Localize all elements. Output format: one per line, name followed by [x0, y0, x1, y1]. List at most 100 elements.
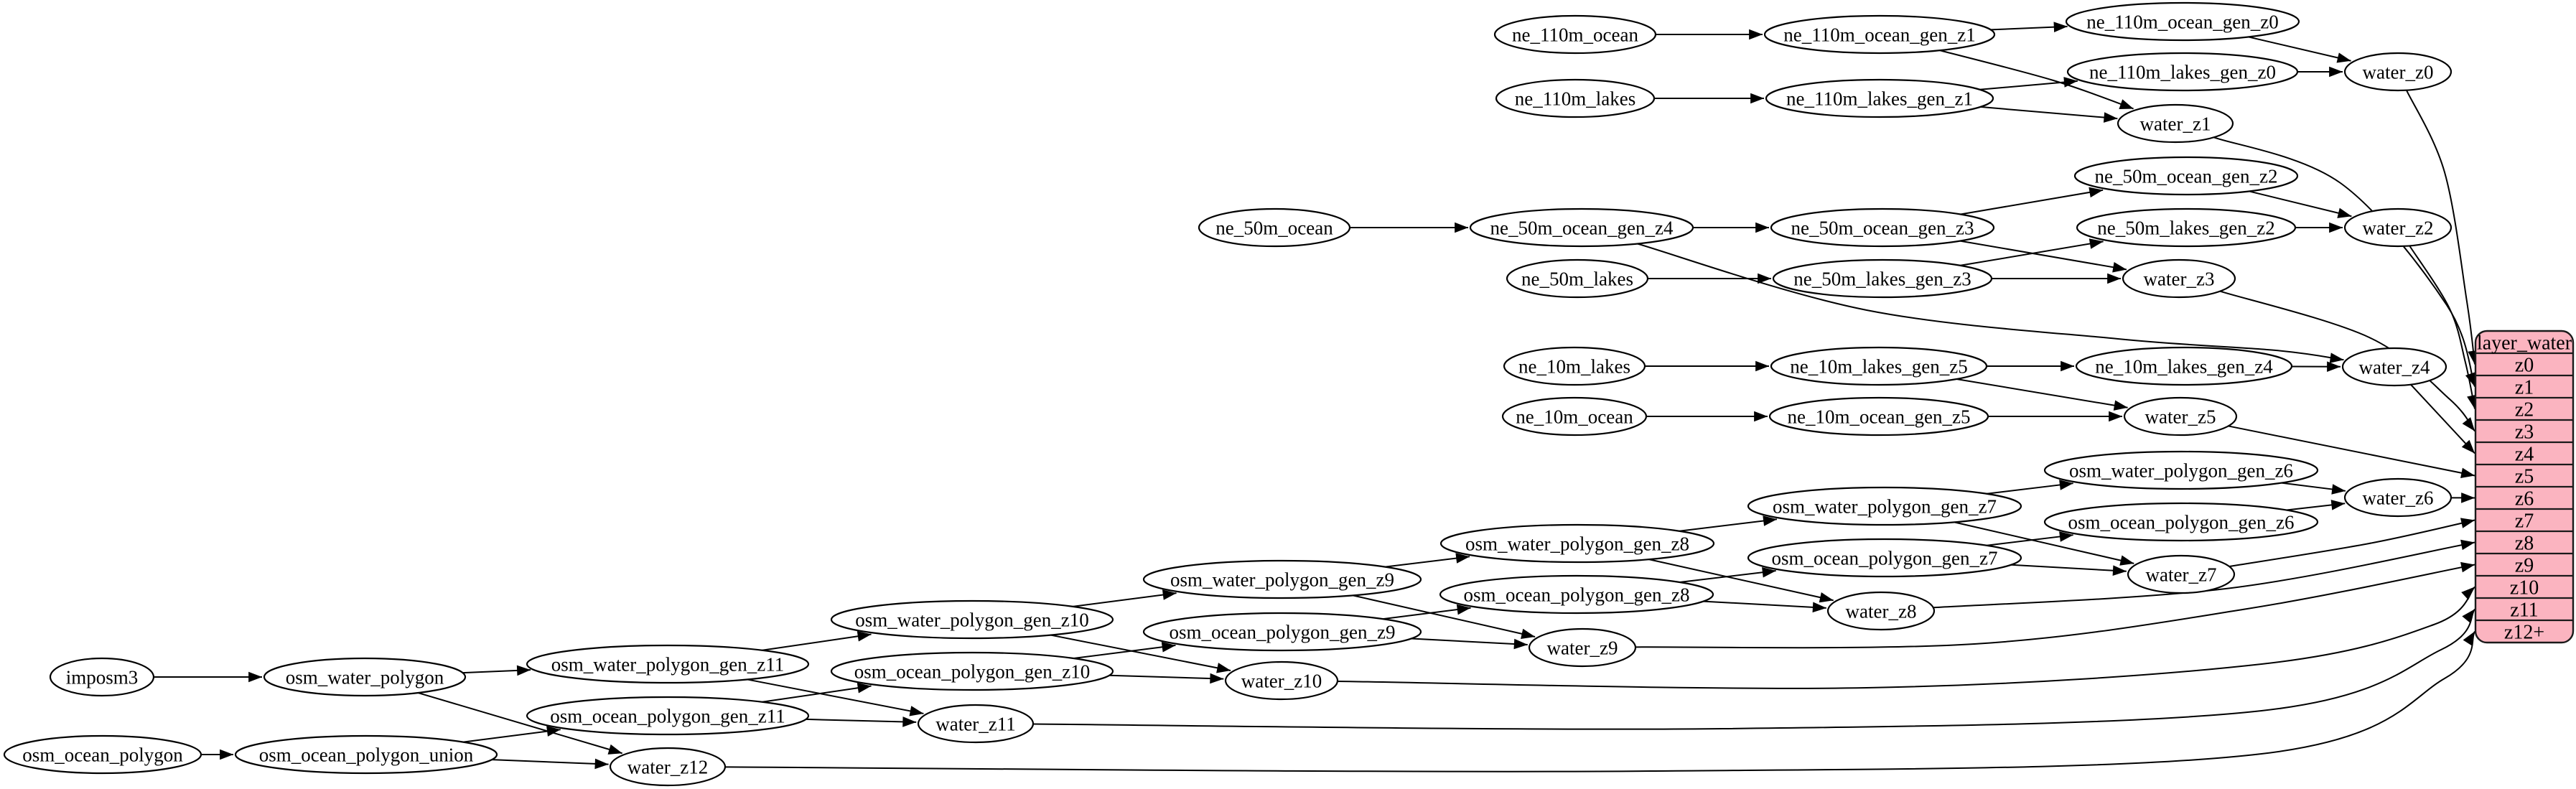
node-ne_50m_ocean_gen_z3: ne_50m_ocean_gen_z3	[1770, 207, 1995, 248]
edge-ne_110m_ocean_gen_z1-to-ne_110m_ocean_gen_z0	[1990, 22, 2068, 32]
osm_ocean_polygon_gen_z7-label: osm_ocean_polygon_gen_z7	[1772, 547, 1998, 569]
edge-osm_water_polygon_gen_z11-to-water_z11	[747, 678, 924, 716]
node-water_z0: water_z0	[2343, 52, 2453, 92]
osm_water_polygon_gen_z11-ellipse	[526, 644, 810, 684]
table-row-z11: z11	[2510, 599, 2538, 621]
ne_110m_lakes_gen_z0-label: ne_110m_lakes_gen_z0	[2089, 61, 2276, 83]
ne_50m_ocean_gen_z3-label: ne_50m_ocean_gen_z3	[1791, 217, 1974, 238]
edge-osm_water_polygon_gen_z7-to-water_z7	[1954, 521, 2134, 566]
ne_110m_ocean_gen_z1-ellipse	[1763, 14, 1996, 55]
edge-water_z4-to-layer_water-z4	[2410, 383, 2475, 454]
water_z10-ellipse	[1224, 660, 1339, 701]
node-ne_10m_ocean_gen_z5: ne_10m_ocean_gen_z5	[1768, 396, 1989, 436]
node-osm_water_polygon_gen_z10: osm_water_polygon_gen_z10	[830, 599, 1114, 640]
osm_ocean_polygon_gen_z11-label: osm_ocean_polygon_gen_z11	[550, 705, 785, 727]
node-ne_110m_ocean_gen_z1: ne_110m_ocean_gen_z1	[1763, 14, 1996, 55]
ne_50m_lakes-ellipse	[1506, 258, 1649, 299]
node-water_z12: water_z12	[609, 747, 727, 787]
node-ne_50m_ocean_gen_z4: ne_50m_ocean_gen_z4	[1469, 207, 1694, 248]
osm_ocean_polygon_gen_z10-label: osm_ocean_polygon_gen_z10	[854, 660, 1090, 682]
node-ne_50m_lakes_gen_z3: ne_50m_lakes_gen_z3	[1772, 258, 1993, 299]
ne_110m_lakes_gen_z0-ellipse	[2066, 52, 2299, 92]
ne_50m_lakes_gen_z3-label: ne_50m_lakes_gen_z3	[1793, 268, 1971, 289]
table-row-z1: z1	[2515, 376, 2534, 398]
node-water_z1: water_z1	[2117, 103, 2234, 144]
water_z2-label: water_z2	[2363, 217, 2434, 238]
layer-water-table: layer_waterz0z1z2z3z4z5z6z7z8z9z10z11z12…	[2474, 330, 2575, 643]
edge-ne_110m_ocean_gen_z1-to-water_z1	[1939, 50, 2134, 110]
edge-osm_ocean_polygon_gen_z11-to-water_z11	[806, 716, 917, 727]
osm_water_polygon_gen_z6-label: osm_water_polygon_gen_z6	[2069, 459, 2293, 481]
ne_50m_ocean-ellipse	[1198, 207, 1351, 248]
node-osm_ocean_polygon_gen_z6: osm_ocean_polygon_gen_z6	[2043, 502, 2319, 542]
water_z7-label: water_z7	[2146, 564, 2217, 585]
water_z5-ellipse	[2123, 396, 2238, 436]
water_z5-label: water_z5	[2145, 406, 2216, 427]
water_z2-ellipse	[2343, 207, 2453, 248]
ne_110m_ocean-ellipse	[1493, 14, 1657, 55]
node-water_z6: water_z6	[2343, 477, 2453, 518]
osm_ocean_polygon_gen_z8-ellipse	[1439, 574, 1714, 615]
edge-ne_50m_ocean_gen_z2-to-water_z2	[2249, 190, 2352, 218]
node-water_z4: water_z4	[2341, 347, 2447, 387]
edge-osm_water_polygon_gen_z6-to-water_z6	[2281, 482, 2346, 495]
ne_50m_lakes-label: ne_50m_lakes	[1521, 268, 1633, 289]
edge-ne_50m_lakes_gen_z3-to-ne_50m_lakes_gen_z2	[1960, 238, 2104, 266]
table-row-z8: z8	[2515, 532, 2534, 554]
node-osm_ocean_polygon_gen_z7: osm_ocean_polygon_gen_z7	[1747, 538, 2022, 578]
ne_10m_lakes-label: ne_10m_lakes	[1518, 355, 1630, 377]
osm_ocean_polygon-ellipse	[3, 734, 202, 775]
edge-osm_ocean_polygon_union-to-water_z12	[492, 758, 609, 770]
water_z6-ellipse	[2343, 477, 2453, 518]
edge-osm_water_polygon-to-water_z12	[418, 692, 622, 755]
node-water_z9: water_z9	[1528, 627, 1637, 668]
edge-osm_ocean_polygon_gen_z10-to-water_z10	[1109, 673, 1224, 684]
node-osm_ocean_polygon_gen_z9: osm_ocean_polygon_gen_z9	[1142, 612, 1422, 652]
table-row-z10: z10	[2510, 576, 2539, 599]
ne_50m_ocean_gen_z2-label: ne_50m_ocean_gen_z2	[2095, 165, 2278, 187]
osm_ocean_polygon_gen_z6-ellipse	[2043, 502, 2319, 542]
table-row-z7: z7	[2515, 510, 2534, 532]
ne_110m_ocean-label: ne_110m_ocean	[1512, 24, 1638, 45]
osm_ocean_polygon_union-label: osm_ocean_polygon_union	[259, 744, 474, 765]
node-osm_water_polygon_gen_z7: osm_water_polygon_gen_z7	[1747, 486, 2022, 526]
edge-osm_water_polygon_gen_z10-to-osm_water_polygon_gen_z9	[1073, 589, 1177, 607]
edge-osm_ocean_polygon_gen_z9-to-water_z9	[1411, 638, 1528, 650]
ne_110m_ocean_gen_z0-label: ne_110m_ocean_gen_z0	[2086, 11, 2278, 32]
edges-layer	[154, 22, 2478, 772]
ne_110m_ocean_gen_z0-ellipse	[2065, 1, 2300, 42]
node-water_z8: water_z8	[1826, 591, 1936, 631]
edge-osm_water_polygon_gen_z8-to-water_z8	[1648, 559, 1834, 603]
edge-osm_ocean_polygon_gen_z6-to-water_z6	[2286, 500, 2346, 511]
edge-water_z8-to-layer_water-z8	[1933, 539, 2475, 609]
water_z4-label: water_z4	[2359, 356, 2430, 378]
edge-osm_water_polygon_gen_z10-to-water_z10	[1050, 634, 1231, 673]
edge-osm_ocean_polygon_gen_z7-to-osm_ocean_polygon_gen_z6	[1987, 531, 2073, 546]
edge-water_z11-to-layer_water-z11	[1032, 608, 2475, 730]
ne_50m_ocean-label: ne_50m_ocean	[1215, 217, 1333, 238]
edge-ne_50m_ocean_gen_z4-to-water_z4	[1637, 243, 2344, 363]
edge-ne_110m_lakes_gen_z1-to-water_z1	[1980, 106, 2118, 123]
node-osm_water_polygon: osm_water_polygon	[263, 657, 467, 697]
node-ne_10m_lakes: ne_10m_lakes	[1503, 346, 1646, 386]
osm_ocean_polygon_gen_z11-ellipse	[526, 696, 810, 736]
ne_110m_lakes_gen_z1-label: ne_110m_lakes_gen_z1	[1786, 88, 1973, 109]
ne_110m_lakes-label: ne_110m_lakes	[1515, 88, 1635, 109]
osm_water_polygon-label: osm_water_polygon	[286, 666, 444, 688]
table-row-z6: z6	[2515, 487, 2534, 510]
osm_water_polygon_gen_z9-label: osm_water_polygon_gen_z9	[1170, 569, 1394, 590]
ne_50m_ocean_gen_z2-ellipse	[2073, 156, 2299, 196]
water_z1-label: water_z1	[2140, 113, 2211, 134]
node-osm_water_polygon_gen_z6: osm_water_polygon_gen_z6	[2043, 450, 2319, 490]
edge-ne_50m_ocean_gen_z3-to-water_z3	[1960, 240, 2127, 273]
edge-osm_water_polygon_gen_z11-to-osm_water_polygon_gen_z10	[762, 631, 872, 651]
ne_10m_ocean-label: ne_10m_ocean	[1516, 406, 1633, 427]
node-ne_10m_lakes_gen_z5: ne_10m_lakes_gen_z5	[1770, 346, 1988, 386]
node-osm_ocean_polygon_gen_z10: osm_ocean_polygon_gen_z10	[830, 651, 1114, 691]
edge-osm_water_polygon_gen_z9-to-osm_water_polygon_gen_z8	[1385, 553, 1470, 568]
node-osm_ocean_polygon: osm_ocean_polygon	[3, 734, 202, 775]
water_z8-label: water_z8	[1846, 600, 1917, 622]
osm_water_polygon-ellipse	[263, 657, 467, 697]
ne_50m_ocean_gen_z3-ellipse	[1770, 207, 1995, 248]
node-water_z10: water_z10	[1224, 660, 1339, 701]
